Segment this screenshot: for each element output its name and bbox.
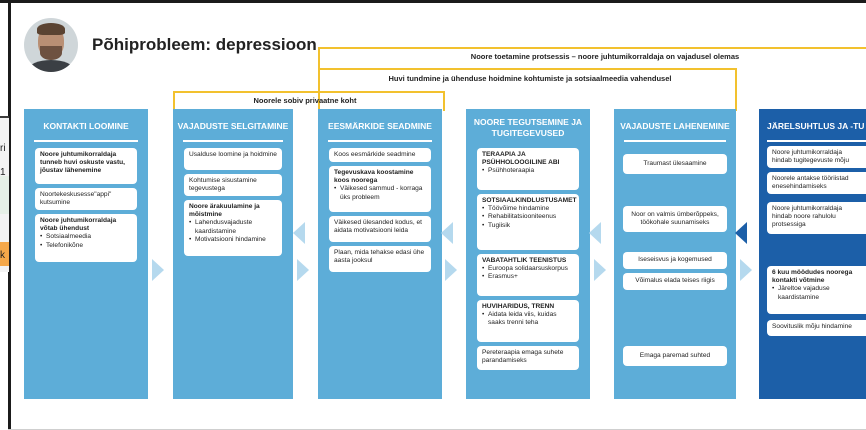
arrow-right-icon <box>740 259 752 281</box>
column-followup: JÄRELSUHTLUS JA -TU Noore juhtumikorrald… <box>759 109 866 399</box>
column-actions: NOORE TEGUTSEMINE JA TUGITEGEVUSED TERAA… <box>466 109 590 399</box>
card: Iseseisvus ja kogemused <box>623 252 727 269</box>
card: Emaga paremad suhted <box>623 346 727 366</box>
arrow-left-icon <box>441 222 453 244</box>
column-goals: EESMÄRKIDE SEADMINE Koos eesmärkide sead… <box>318 109 442 399</box>
card: Pereteraapia emaga suhete parandamiseks <box>477 346 579 370</box>
card: Koos eesmärkide seadmine <box>329 148 431 162</box>
card: TERAAPIA JA PSÜHHOLOOGILINE ABI Psühhote… <box>477 148 579 190</box>
bracket-label: Noore toetamine protsessis – noore juhtu… <box>470 52 740 61</box>
card: Soovituslik mõju hindamine <box>767 320 866 336</box>
card: Kohtumise sisustamine tegevustega <box>184 174 282 196</box>
background-text: k <box>0 250 5 261</box>
arrow-right-icon <box>594 259 606 281</box>
card: HUVIHARIDUS, TRENN Aidata leida viis, ku… <box>477 300 579 342</box>
column-divider <box>328 140 432 142</box>
column-divider <box>624 140 726 142</box>
column-heading: NOORE TEGUTSEMINE JA TUGITEGEVUSED <box>473 117 583 138</box>
card: Tegevuskava koostamine koos noorega Väik… <box>329 166 431 212</box>
card: Võimalus elada teises riigis <box>623 273 727 290</box>
column-divider <box>183 140 283 142</box>
background-text: ri <box>0 143 6 154</box>
card: Noore juhtumikorraldaja hindab noore rah… <box>767 202 866 234</box>
arrow-left-icon <box>293 222 305 244</box>
column-heading: EESMÄRKIDE SEADMINE <box>328 121 432 131</box>
arrow-right-icon <box>297 259 309 281</box>
window-left-border <box>8 0 11 430</box>
card: Plaan, mida tehakse edasi ühe aasta jook… <box>329 246 431 272</box>
card: Noortekeskusesse"appi" kutsumine <box>35 188 137 210</box>
avatar <box>24 18 78 72</box>
column-needs: VAJADUSTE SELGITAMINE Usalduse loomine j… <box>173 109 293 399</box>
arrow-right-icon <box>445 259 457 281</box>
card: VABATAHTLIK TEENISTUS Euroopa solidaarsu… <box>477 254 579 296</box>
card: 6 kuu möödudes noorega kontakti võtmine … <box>767 266 866 314</box>
bracket-label: Huvi tundmine ja ühenduse hoidmine kohtu… <box>388 74 672 83</box>
window-top-border <box>0 0 866 3</box>
column-resolution: VAJADUSTE LAHENEMINE Traumast ülesaamine… <box>614 109 736 399</box>
bracket-line <box>173 91 445 111</box>
column-divider <box>34 140 138 142</box>
bracket-line <box>318 68 737 111</box>
column-heading: VAJADUSTE LAHENEMINE <box>620 121 730 131</box>
card: Noorele antakse tööriistad enesehindamis… <box>767 172 866 194</box>
card: SOTSIAALKINDLUSTUSAMET Töövõime hindamin… <box>477 194 579 250</box>
arrow-left-icon <box>735 222 747 244</box>
card: Noore ärakuulamine ja mõistmine Lahendus… <box>184 200 282 256</box>
column-heading: KONTAKTI LOOMINE <box>43 121 129 131</box>
background-text: 1 <box>0 167 6 178</box>
background-window-strip: ri 1 k <box>0 116 9 272</box>
column-heading: VAJADUSTE SELGITAMINE <box>177 121 289 131</box>
card: Väikesed ülesanded kodus, et aidata moti… <box>329 216 431 242</box>
page-title: Põhiprobleem: depressioon <box>92 35 317 54</box>
card: Noore juhtumikorraldaja hindab tugitegev… <box>767 146 866 168</box>
arrow-left-icon <box>589 222 601 244</box>
card: Noore juhtumikorraldaja võtab ühendust S… <box>35 214 137 262</box>
column-divider <box>767 140 866 142</box>
card: Traumast ülesaamine <box>623 154 727 174</box>
column-heading: JÄRELSUHTLUS JA -TU <box>767 121 865 131</box>
arrow-right-icon <box>152 259 164 281</box>
bracket-label: Noorele sobiv privaatne koht <box>253 96 357 105</box>
card: Noor on valmis ümberõppeks, töökohale su… <box>623 206 727 232</box>
column-contact: KONTAKTI LOOMINE Noore juhtumikorraldaja… <box>24 109 148 399</box>
card: Usalduse loomine ja hoidmine <box>184 148 282 170</box>
card: Noore juhtumikorraldaja tunneb huvi osku… <box>35 148 137 184</box>
